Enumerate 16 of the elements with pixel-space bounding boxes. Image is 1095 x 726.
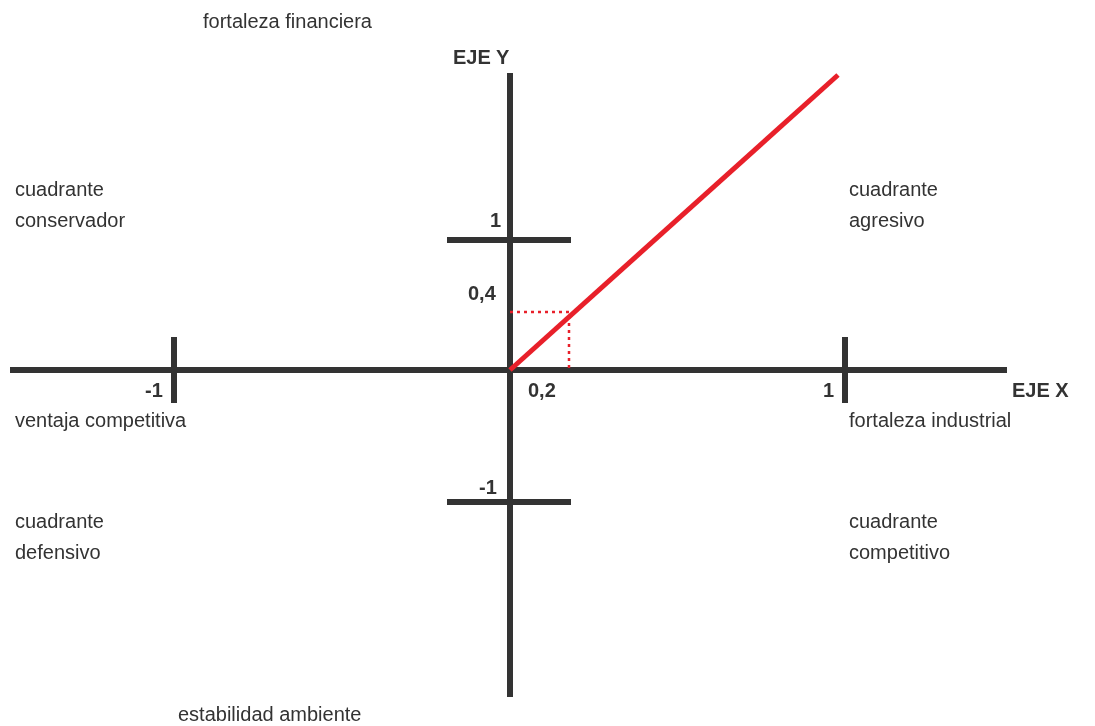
tick-label: 1 [823, 378, 835, 403]
axis-title: fortaleza financiera [203, 9, 372, 34]
quadrant-label: cuadrante conservador [15, 177, 127, 233]
axis-title: fortaleza industrial [849, 408, 1012, 433]
tick-label: 0,2 [528, 378, 556, 403]
axis-title: estabilidad ambiente [178, 702, 362, 726]
tick-label: 1 [490, 208, 502, 233]
axis-title: ventaja competitiva [15, 408, 187, 433]
tick-label: -1 [145, 378, 163, 403]
quadrant-label: cuadrante competitivo [849, 509, 952, 565]
tick-label: -1 [479, 475, 497, 500]
quadrant-label: cuadrante defensivo [15, 509, 105, 565]
axis-name: EJE Y [453, 45, 510, 70]
tick-label: 0,4 [468, 281, 496, 306]
quadrant-label: cuadrante agresivo [849, 177, 939, 233]
axis-name: EJE X [1012, 378, 1069, 403]
